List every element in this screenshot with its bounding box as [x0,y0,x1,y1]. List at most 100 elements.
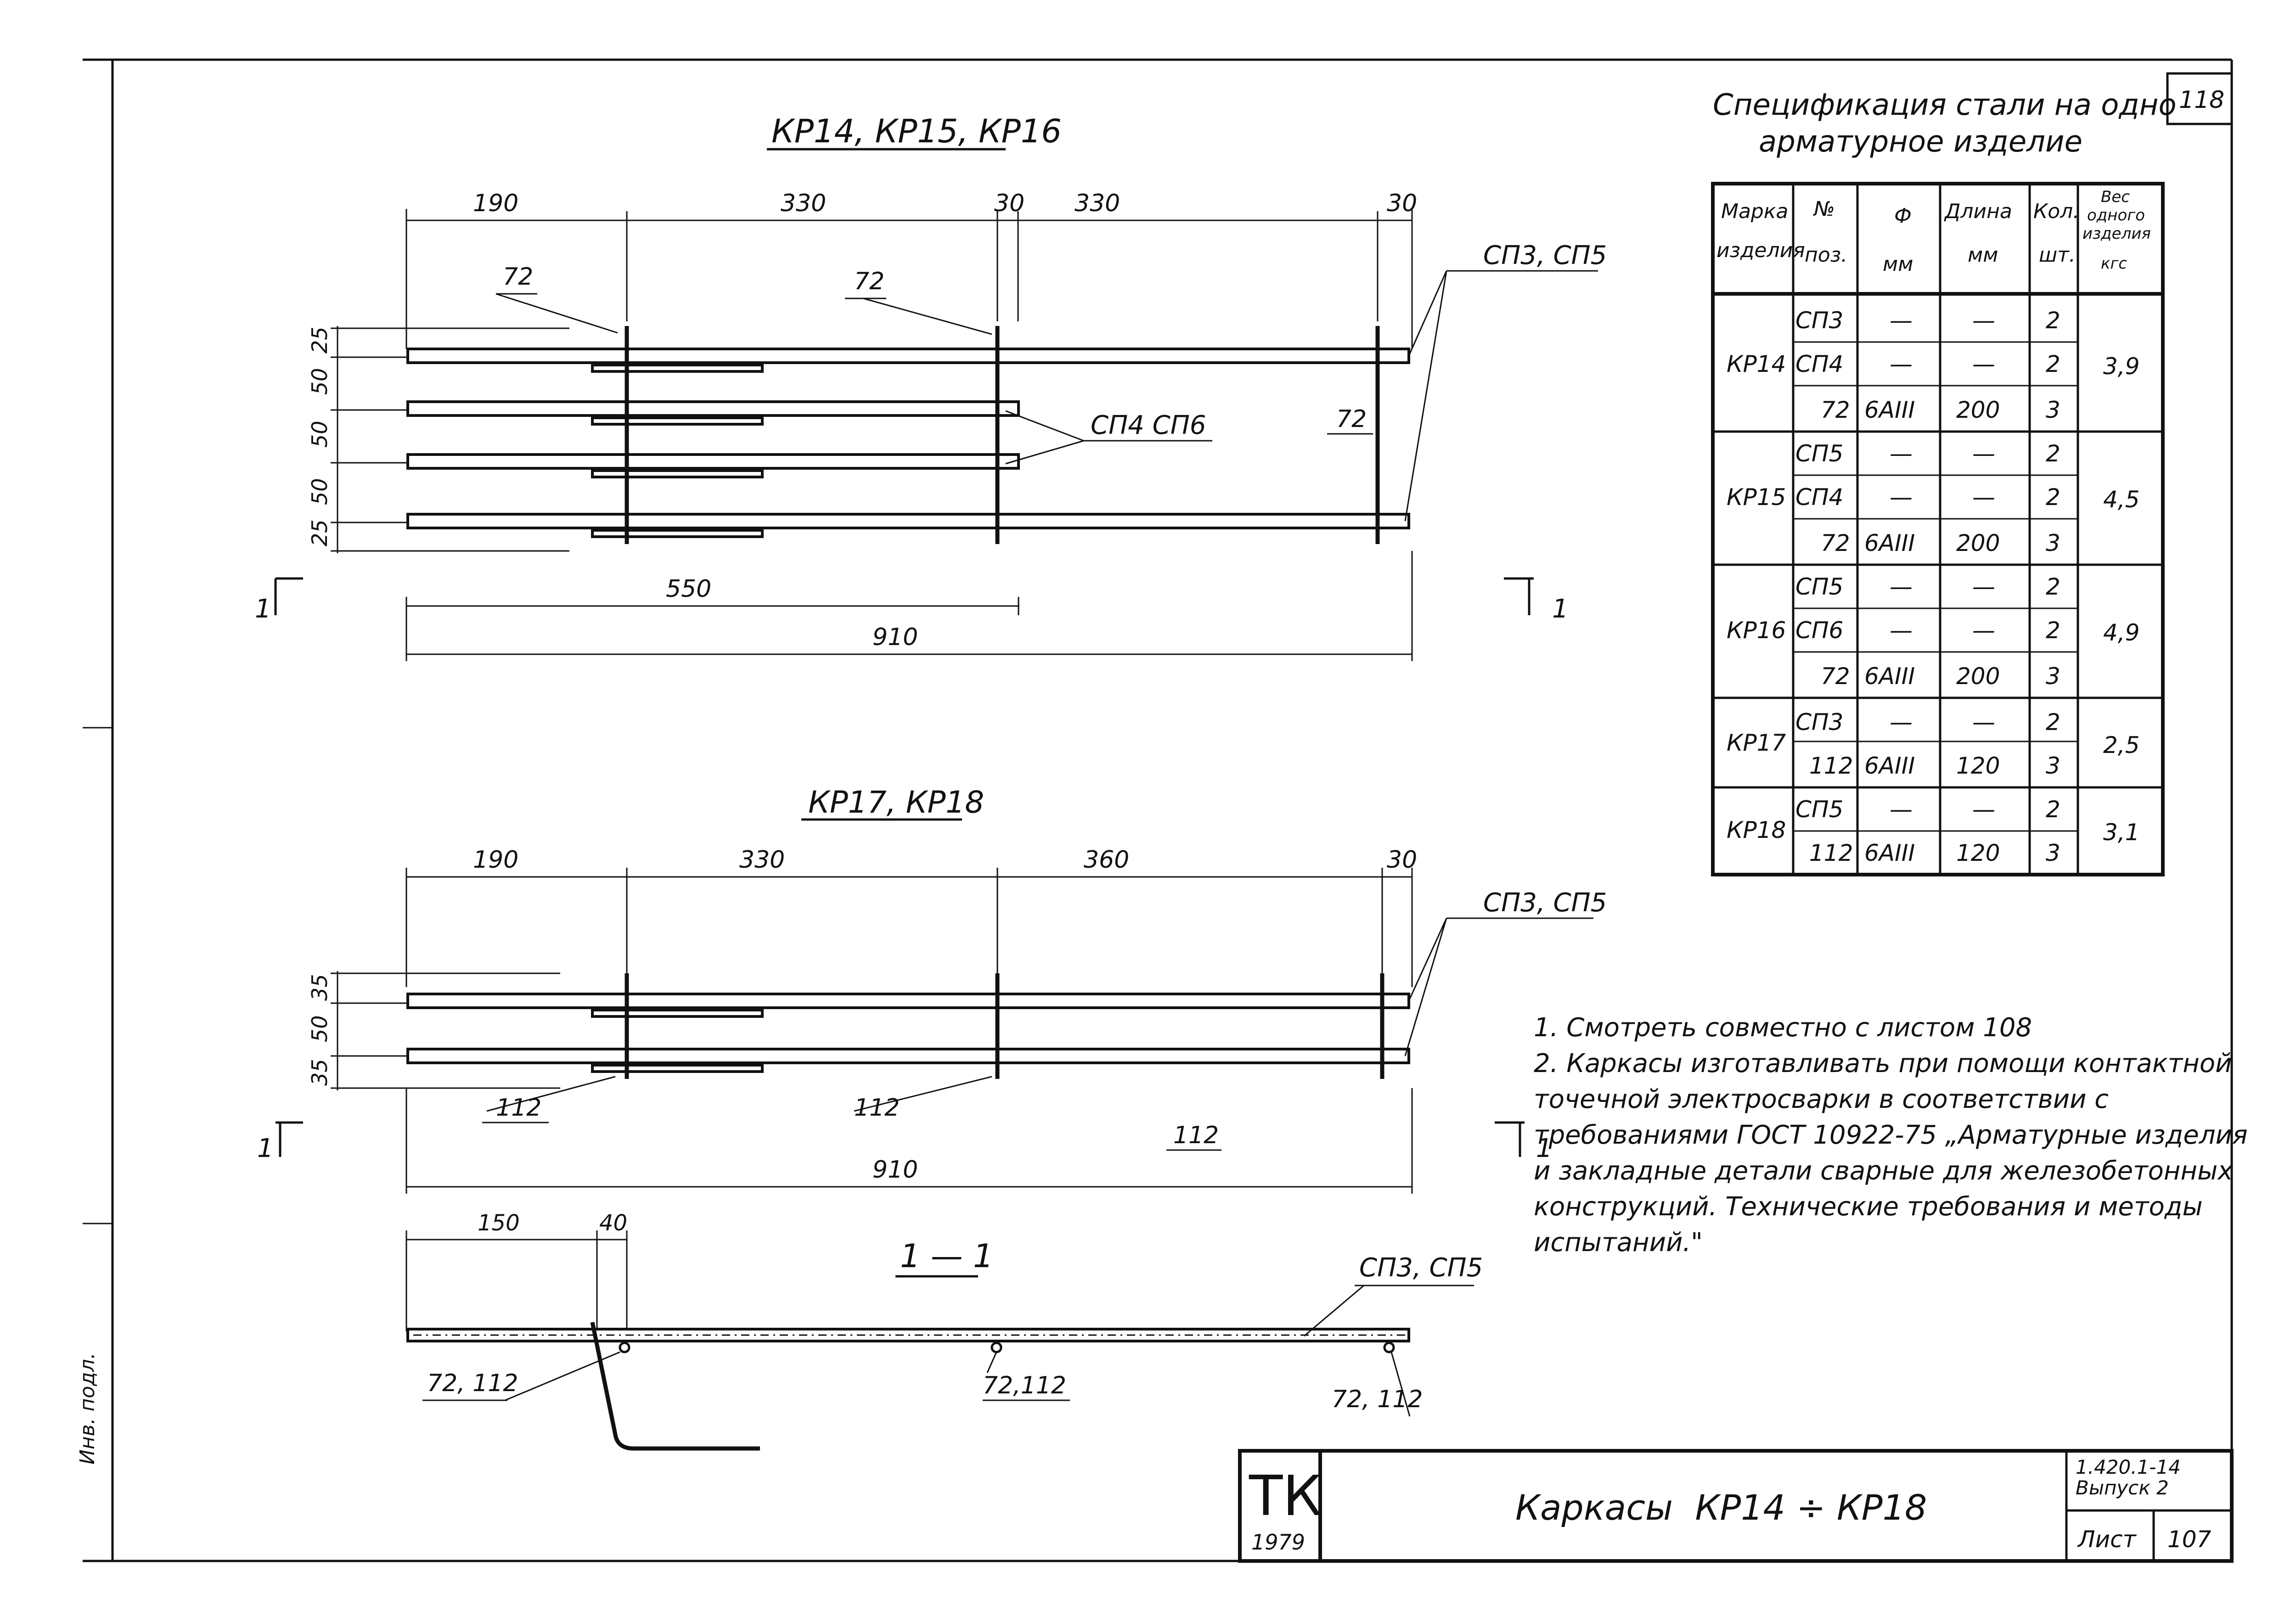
d1-ldim-25b: 25 [307,519,332,546]
d1-dim-330a: 330 [781,190,826,217]
spec-cell: 200 [1956,397,2000,423]
spec-cell: 120 [1956,840,2000,866]
sec-label-72-112c: 72, 112 [1332,1386,1423,1413]
spec-cell: — [1890,796,1913,823]
d2-label-sp3sp5: СП3, СП5 [1483,888,1607,918]
spec-cell: — [1890,617,1913,644]
spec-cell: — [1890,307,1913,334]
d1-label-sp4sp6: СП4 СП6 [1091,410,1206,440]
spec-cell: 3 [2046,530,2060,556]
d2-ldim-35a: 35 [307,974,332,1001]
spec-h-w3: изделия [2082,225,2151,243]
sec-label-72-112b: 72,112 [983,1372,1066,1399]
d2-label-112c: 112 [1173,1122,1219,1149]
sec-label-72-112a: 72, 112 [427,1370,518,1397]
d1-ldim-50c: 50 [307,478,332,505]
spec-cell: 6АIII [1864,752,1915,779]
spec-cell: — [1972,796,1995,823]
spec-cell: — [1972,617,1995,644]
title-block: ТК 1979 Каркасы КР14 ÷ КР18 1.420.1-14 В… [1238,1449,2234,1563]
spec-h-w4: кгс [2101,254,2127,273]
d2-dim-330: 330 [739,846,785,874]
drawing2-title: КР17, КР18 [808,785,984,820]
d1-label-72b: 72 [854,268,884,295]
sec-rod-dot-c [1383,1342,1395,1353]
sec-rod-dot-a [619,1342,630,1353]
sec-label-sp3sp5: СП3, СП5 [1359,1253,1483,1283]
d1-ldim-50a: 50 [307,368,332,395]
spec-cell: СП3 [1795,709,1843,735]
section-1-1: 1 — 1 150 40 СП3, СП5 72, 112 72,112 72,… [405,1210,1483,1451]
spec-cell: 2 [2046,307,2060,334]
d2-dim-190: 190 [473,846,518,874]
spec-h-qty2: шт. [2039,243,2076,267]
margin-inventory-label: Инв. подл. [76,1353,99,1465]
spec-cell: — [1890,709,1913,735]
section-title: 1 — 1 [900,1237,994,1275]
spec-cell: 2 [2046,709,2060,735]
spec-weight-kr17: 2,5 [2103,732,2140,758]
spec-cell: СП5 [1795,440,1843,467]
spec-cell: 120 [1956,752,2000,779]
spec-cell: 72 [1821,397,1850,423]
title-main: Каркасы КР14 ÷ КР18 [1515,1487,1927,1528]
spec-weight-kr14: 3,9 [2103,353,2140,380]
spec-cell: 112 [1809,840,1853,866]
spec-h-mark1: Марка [1721,200,1788,223]
spec-h-dia2: мм [1883,253,1913,276]
spec-cell: СП4 [1795,351,1843,377]
spec-cell: 2 [2046,573,2060,600]
spec-mark-kr14: КР14 [1727,351,1786,377]
spec-cell: 6АIII [1864,663,1915,690]
title-series: 1.420.1-14 [2076,1456,2181,1478]
d1-dim-30b: 30 [1387,190,1417,217]
spec-cell: 200 [1956,663,2000,690]
spec-cell: 3 [2046,752,2060,779]
spec-cell: 3 [2046,663,2060,690]
spec-mark-kr15: КР15 [1727,484,1786,511]
title-sheet-label: Лист [2077,1526,2137,1553]
spec-h-pos1: № [1812,197,1835,221]
d1-label-72c: 72 [1336,405,1367,433]
title-year: 1979 [1251,1530,1305,1555]
spec-cell: — [1890,440,1913,467]
spec-page-box: 118 [2179,86,2224,114]
title-sheet-no: 107 [2167,1526,2212,1553]
spec-mark-kr18: КР18 [1727,817,1786,843]
d2-ldim-50: 50 [307,1015,332,1042]
d1-section-left: 1 [255,594,271,624]
spec-weight-kr15: 4,5 [2103,486,2140,513]
spec-cell: 3 [2046,840,2060,866]
spec-cell: — [1972,351,1995,377]
spec-cell: — [1890,573,1913,600]
spec-cell: 2 [2046,351,2060,377]
spec-cell: 3 [2046,397,2060,423]
d2-ldim-35b: 35 [307,1059,332,1086]
spec-mark-kr17: КР17 [1727,730,1786,756]
general-notes: 1. Смотреть совместно с листом 108 2. Ка… [1534,1010,2250,1261]
spec-cell: СП5 [1795,573,1843,600]
spec-h-dia1: Ф [1894,204,1912,228]
note-1: 1. Смотреть совместно с листом 108 [1534,1013,2032,1043]
spec-h-w1: Вес [2101,188,2130,206]
spec-cell: — [1972,307,1995,334]
drawing-kr17-18: КР17, КР18 190 330 360 30 35 50 35 112 [257,785,1607,1194]
spec-title-line1: Спецификация стали на одно [1713,88,2177,122]
spec-mark-kr16: КР16 [1727,617,1786,644]
spec-cell: 2 [2046,440,2060,467]
spec-cell: — [1890,484,1913,511]
d1-label-sp3sp5: СП3, СП5 [1483,241,1607,270]
spec-cell: 2 [2046,484,2060,511]
d1-bdim-550: 550 [666,575,711,603]
spec-cell: — [1972,484,1995,511]
spec-cell: СП6 [1795,617,1843,644]
spec-h-qty1: Кол. [2033,200,2079,223]
spec-weight-kr18: 3,1 [2103,819,2140,846]
spec-h-pos2: поз. [1805,243,1847,267]
sec-dim-150: 150 [478,1210,520,1236]
spec-cell: 6АIII [1864,530,1915,556]
spec-h-len1: Длина [1944,200,2012,223]
spec-weight-kr16: 4,9 [2103,619,2140,646]
spec-cell: — [1972,440,1995,467]
